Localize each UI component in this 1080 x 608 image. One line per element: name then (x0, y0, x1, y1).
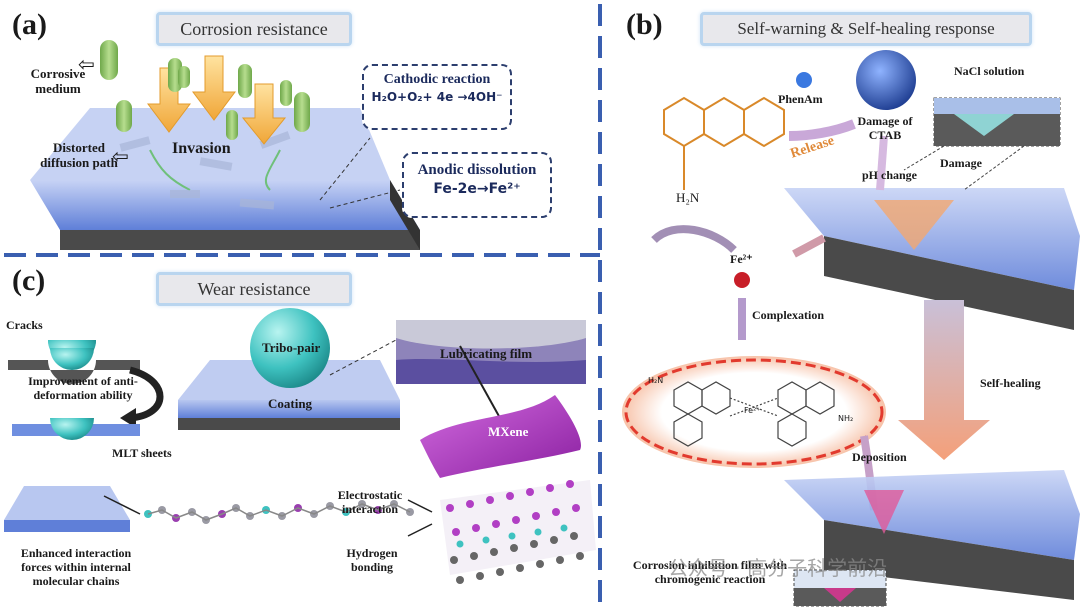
fe-complex-structure (673, 381, 835, 447)
lubricating-film-label: Lubricating film (440, 346, 533, 361)
corrosive-medium-pills (100, 40, 310, 140)
invasion-label: Invasion (172, 140, 231, 157)
anodic-equation: Fe-2e→Fe²⁺ (433, 181, 521, 197)
distorted-path-label: Distorted diffusion path (40, 140, 118, 170)
ctab-nanoparticle (856, 50, 916, 110)
cracks-label: Cracks (6, 318, 43, 332)
self-healing-label: Self-healing (980, 376, 1041, 390)
ph-change-arrow (876, 135, 888, 191)
panel-b-banner: Self-warning & Self-healing response (700, 12, 1032, 46)
cathodic-title: Cathodic reaction (383, 72, 491, 87)
watermark: 公众号 · 高分子科学前沿 (668, 556, 888, 580)
mxene-label: MXene (488, 424, 529, 439)
complex-glow (622, 356, 886, 468)
cathodic-equation: H₂O+O₂+ 4e →4OH⁻ (371, 90, 503, 104)
damaged-coating (784, 188, 1080, 290)
arrow-left-icon: ⇦ (78, 54, 95, 76)
h2n-label: H₂N (676, 190, 700, 205)
mlt-sheets-label: MLT sheets (112, 446, 172, 460)
diffusion-path-2 (264, 149, 281, 191)
hydrogen-bonding-label: Hydrogen bonding (346, 546, 398, 574)
panel-b-letter: (b) (626, 8, 663, 41)
coating-slab-top (30, 180, 420, 230)
enhanced-interaction-label: Enhanced interaction forces within inter… (20, 546, 132, 588)
complex-fe-label: Fe²⁺ (744, 406, 761, 415)
indenter-ball-bottom (50, 418, 94, 440)
fe-ion (734, 272, 750, 288)
mxene-crystal (440, 480, 596, 584)
corrosion-film-label: Corrosion inhibition film with chromogen… (632, 558, 788, 586)
corrosion-scene (30, 40, 420, 250)
fe2-label: Fe²⁺ (730, 252, 753, 266)
tribo-substrate (178, 418, 400, 430)
complex-nh2-right: NH₂ (838, 414, 854, 423)
cycle-arrow-right (792, 234, 826, 258)
improvement-arrow (129, 366, 164, 422)
mxene-sheet (420, 395, 581, 478)
anodic-dissolution-box: Anodic dissolution Fe-2e→Fe²⁺ (402, 152, 552, 218)
diffusion-path-1 (149, 149, 191, 191)
deposition-label: Deposition (852, 450, 907, 464)
cracked-coating (8, 360, 140, 384)
wear-scene (4, 308, 596, 584)
panel-a-banner: Corrosion resistance (156, 12, 352, 46)
coating-label: Coating (268, 396, 313, 411)
substrate-front (60, 230, 420, 250)
complex-ellipse (624, 358, 884, 466)
invasion-arrows (147, 55, 287, 145)
anodic-connector (329, 189, 401, 209)
damage-label: Damage (940, 156, 982, 170)
corrosive-medium-label: Corrosive medium (30, 66, 86, 96)
tribo-pair-label: Tribo-pair (262, 340, 321, 355)
ph-change-label: pH change (862, 168, 918, 182)
release-arrow (788, 119, 856, 141)
coating-slab-small (4, 486, 130, 520)
damage-groove (874, 200, 954, 250)
cathodic-reaction-box: Cathodic reaction H₂O+O₂+ 4e →4OH⁻ (362, 64, 512, 130)
phenam-label: PhenAm (778, 92, 823, 106)
mlt-flakes (119, 131, 291, 210)
mxene-pointer (459, 345, 501, 419)
nacl-label: NaCl solution (954, 64, 1025, 78)
healed-coating (784, 470, 1080, 560)
arrow-left-icon: ⇦ (112, 146, 129, 168)
improvement-label: Improvement of anti-deformation ability (28, 374, 138, 402)
tribo-pair-ball (250, 308, 330, 388)
complex-nh2-left: H₂N (648, 376, 664, 385)
panel-c-letter: (c) (12, 264, 46, 297)
panel-a-letter: (a) (12, 8, 47, 41)
self-healing-scene (622, 50, 1080, 607)
phenam-molecule (796, 72, 812, 88)
cycle-arrow-left (651, 225, 737, 253)
panel-c-banner: Wear resistance (156, 272, 352, 306)
anodic-title: Anodic dissolution (417, 162, 537, 178)
healed-groove (864, 490, 904, 534)
damage-ctab-label: Damage of CTAB (857, 114, 913, 142)
complexation-label: Complexation (752, 308, 824, 322)
phenam-structure (663, 96, 785, 190)
self-healing-arrow (898, 300, 990, 460)
cathodic-connector (319, 137, 371, 201)
electrostatic-label: Electrostatic interaction (337, 488, 403, 516)
